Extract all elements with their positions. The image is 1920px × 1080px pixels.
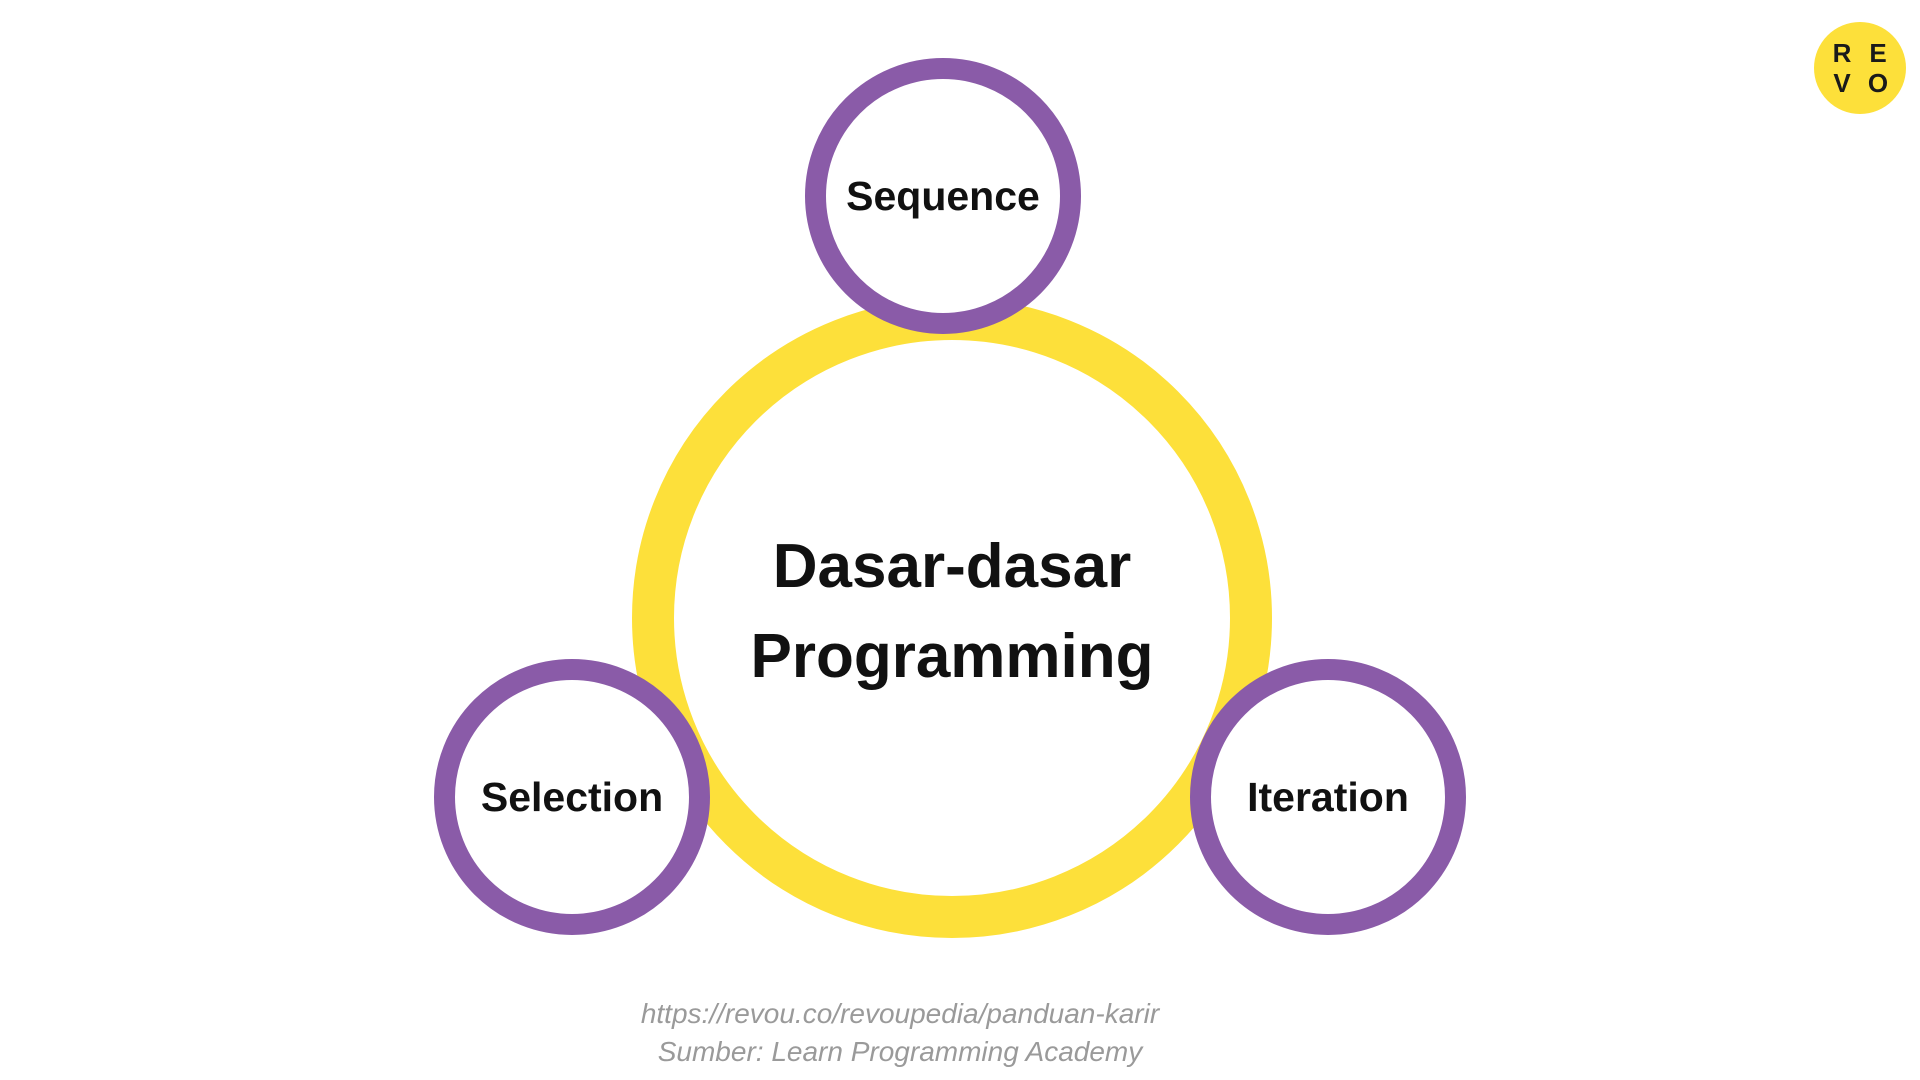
node-sequence: Sequence bbox=[805, 58, 1081, 334]
logo-letter-r: R bbox=[1832, 38, 1852, 68]
logo-letter-v: V bbox=[1833, 68, 1851, 98]
central-title-line-1: Dasar-dasar bbox=[772, 532, 1132, 601]
node-iteration: Iteration bbox=[1190, 659, 1466, 935]
node-selection: Selection bbox=[434, 659, 710, 935]
logo-letter-o: O bbox=[1867, 68, 1889, 98]
revou-logo: R E V O bbox=[1814, 22, 1906, 114]
node-iteration-label: Iteration bbox=[1247, 773, 1409, 820]
node-sequence-label: Sequence bbox=[846, 172, 1040, 219]
central-title-line-2: Programming bbox=[750, 622, 1154, 691]
source-url: https://revou.co/revoupedia/panduan-kari… bbox=[640, 998, 1160, 1029]
node-selection-label: Selection bbox=[480, 773, 664, 820]
source-credit: Sumber: Learn Programming Academy bbox=[657, 1036, 1143, 1067]
logo-letter-e: E bbox=[1869, 38, 1887, 68]
central-title: Dasar-dasar Programming bbox=[682, 522, 1222, 702]
